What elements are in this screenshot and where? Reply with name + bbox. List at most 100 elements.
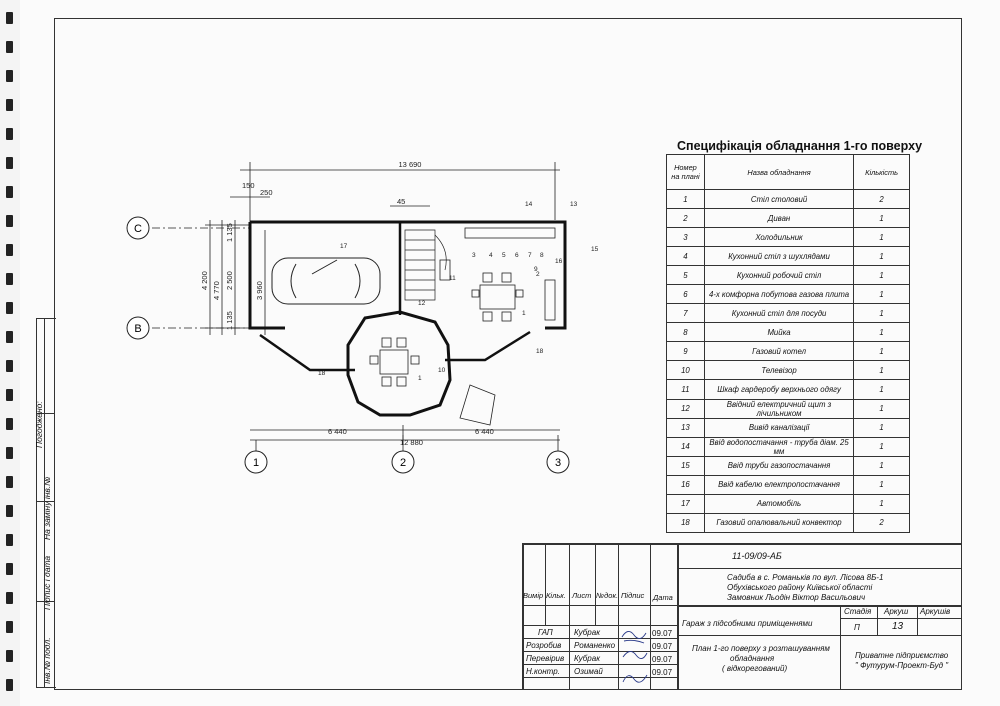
spec-cell-num: 13: [666, 417, 705, 438]
dim-12880: 12 880: [400, 438, 423, 447]
spec-cell-name: Автомобіль: [703, 493, 855, 514]
spec-cell-name: Шкаф гардеробу верхнього одягу: [703, 379, 855, 400]
name-1: Романенко: [574, 641, 616, 650]
date-0: 09.07: [652, 629, 673, 638]
spec-header-num: Номер на плані: [666, 154, 705, 190]
tag-6: 6: [515, 252, 519, 259]
binding-hole: [6, 244, 13, 256]
spec-cell-name: Телевізор: [703, 360, 855, 381]
dim-3960: 3 960: [255, 281, 264, 300]
spec-cell-qty: 1: [853, 341, 910, 362]
binding-hole: [6, 447, 13, 459]
binding-hole: [6, 157, 13, 169]
tag-10: 10: [438, 367, 446, 374]
outer-wall-left: [248, 222, 285, 330]
spec-cell-name: 4-х комфорна побутова газова плита: [703, 284, 855, 305]
binding-hole: [6, 128, 13, 140]
spec-cell-qty: 1: [853, 227, 910, 248]
name-0: Кубрак: [574, 628, 600, 637]
address-line2: Обухівського району Київської області: [727, 583, 873, 592]
binding-hole: [6, 650, 13, 662]
spec-cell-name: Ввід труби газопостачання: [703, 455, 855, 476]
spec-cell-num: 5: [666, 265, 705, 286]
tag-11: 11: [449, 275, 456, 282]
spec-cell-name: Холодильник: [703, 227, 855, 248]
spec-cell-name: Ввід водопостачання - труба діам. 25 мм: [703, 436, 855, 457]
role-3: Н.контр.: [526, 667, 560, 676]
spec-cell-num: 18: [666, 512, 705, 533]
spec-cell-num: 3: [666, 227, 705, 248]
spec-cell-qty: 1: [853, 246, 910, 267]
tag-5: 5: [502, 252, 506, 259]
address-line3: Замовник Льодін Віктор Васильович: [727, 593, 866, 602]
spec-cell-num: 2: [666, 208, 705, 229]
spec-cell-num: 16: [666, 474, 705, 495]
dim-4200: 4 200: [200, 271, 209, 290]
dim-2500: 2 500: [225, 271, 234, 290]
company-line1: Приватне підприємство: [855, 651, 949, 660]
tag-18a: 18: [318, 370, 326, 377]
dim-6440-left: 6 440: [328, 427, 347, 436]
tag-8: 8: [540, 252, 544, 259]
tag-1b: 1: [418, 375, 422, 382]
spec-cell-num: 6: [666, 284, 705, 305]
tag-4: 4: [489, 252, 493, 259]
binding-hole: [6, 418, 13, 430]
spec-cell-qty: 2: [853, 188, 910, 210]
binding-hole: [6, 331, 13, 343]
spec-cell-num: 15: [666, 455, 705, 476]
axis-label-b: B: [134, 323, 141, 335]
spec-cell-qty: 1: [853, 360, 910, 381]
floor-plan: C B 1 2 3 13 690 150 250 45 6 440 6 440 …: [126, 160, 599, 474]
spec-cell-name: Мийка: [703, 322, 855, 343]
sheet-title-line3: ( відкорегований): [722, 664, 788, 673]
spec-title: Специфікація обладнання 1-го поверху: [677, 139, 923, 153]
spec-cell-qty: 1: [853, 474, 910, 495]
spec-cell-name: Диван: [703, 208, 855, 229]
spec-cell-qty: 1: [853, 303, 910, 324]
spec-cell-num: 14: [666, 436, 705, 457]
address-line1: Садиба в с. Романьків по вул. Лісова 8Б-…: [727, 573, 884, 582]
sheet-title-line2: обладнання: [730, 654, 775, 663]
tag-9: 9: [534, 266, 538, 273]
role-0: ГАП: [538, 628, 553, 637]
tag-12: 12: [418, 300, 426, 307]
drawing-frame: [54, 18, 962, 690]
binding-hole: [6, 476, 13, 488]
dim-150: 150: [242, 181, 255, 190]
dim-total-width: 13 690: [399, 160, 422, 169]
date-2: 09.07: [652, 655, 673, 664]
dim-4770: 4 770: [212, 281, 221, 300]
tag-15: 15: [591, 246, 599, 253]
axis-bubble-b: [126, 316, 150, 340]
signatures: [621, 631, 648, 683]
spec-cell-num: 12: [666, 398, 705, 419]
spec-cell-num: 8: [666, 322, 705, 343]
bay-wall: [346, 310, 452, 417]
spec-cell-qty: 1: [853, 208, 910, 229]
binding-hole: [6, 41, 13, 53]
spec-cell-qty: 1: [853, 265, 910, 286]
tag-2: 2: [536, 271, 540, 278]
role-2: Перевірив: [526, 654, 565, 663]
spec-cell-num: 10: [666, 360, 705, 381]
spec-cell-num: 17: [666, 493, 705, 514]
tag-16: 16: [555, 258, 563, 265]
project-code: 11-09/09-АБ: [732, 551, 782, 561]
col-header-2: Лист: [572, 591, 592, 600]
spec-cell-qty: 1: [853, 436, 910, 457]
binding-hole: [6, 534, 13, 546]
binding-hole: [6, 273, 13, 285]
col-header-3: №док.: [596, 591, 619, 600]
spec-cell-name: Кухонний робочий стіл: [703, 265, 855, 286]
title-block: 11-09/09-АБ Садиба в с. Романьків по вул…: [522, 543, 962, 690]
